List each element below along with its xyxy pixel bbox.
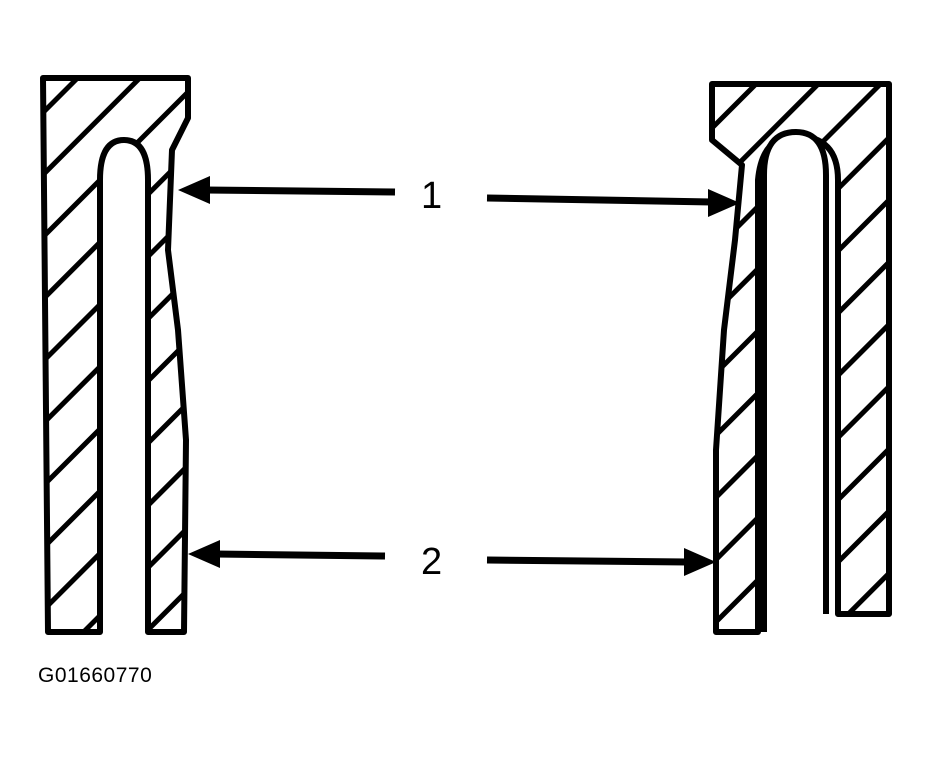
left-bore bbox=[97, 136, 151, 632]
arrowhead-2-left bbox=[188, 540, 220, 568]
arrow-2-right bbox=[486, 556, 689, 566]
figure-code: G01660770 bbox=[38, 664, 153, 687]
callout-2: 2 bbox=[421, 541, 443, 583]
callout-1: 1 bbox=[421, 175, 443, 217]
arrowhead-1-right bbox=[708, 189, 740, 217]
right-part-section bbox=[709, 81, 892, 635]
left-part-section bbox=[40, 75, 191, 635]
leader-arrows bbox=[178, 176, 740, 576]
arrowhead-2-right bbox=[684, 548, 716, 576]
arrow-1-left bbox=[204, 186, 396, 196]
arrowhead-1-left bbox=[178, 176, 210, 204]
arrow-1-right bbox=[486, 194, 713, 206]
right-bore bbox=[761, 128, 829, 632]
arrow-2-left bbox=[214, 550, 386, 560]
